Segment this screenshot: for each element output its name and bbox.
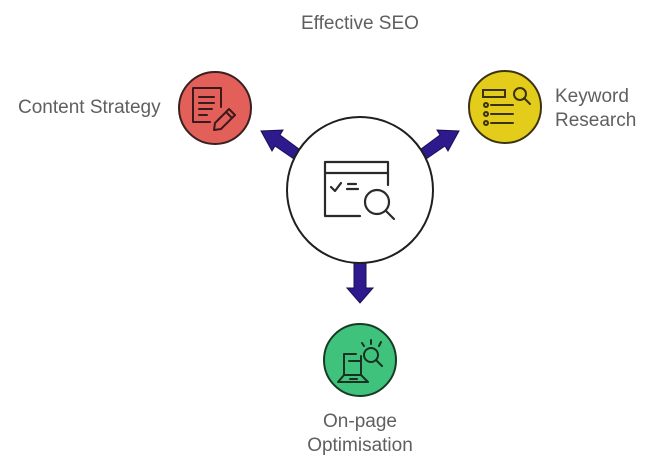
list-search-icon <box>482 87 531 126</box>
arrow-to-on-page-optimisation <box>345 261 375 304</box>
keyword-research-label: Keyword Research <box>555 85 636 133</box>
on-page-optimisation-label-line1: On-page <box>323 411 397 432</box>
laptop-search-icon <box>337 339 383 383</box>
on-page-optimisation-label-line2: Optimisation <box>307 435 413 456</box>
keyword-research-label-line2: Research <box>555 110 637 131</box>
on-page-optimisation-node <box>323 323 397 397</box>
content-strategy-label: Content Strategy <box>18 97 161 118</box>
keyword-research-node <box>468 70 542 144</box>
document-pencil-icon <box>192 87 236 131</box>
content-strategy-node <box>178 71 252 145</box>
diagram-title: Effective SEO <box>301 13 419 34</box>
browser-search-icon <box>323 160 396 221</box>
center-node <box>286 116 434 264</box>
keyword-research-label-line1: Keyword <box>555 86 629 107</box>
on-page-optimisation-label: On-page Optimisation <box>300 410 420 458</box>
